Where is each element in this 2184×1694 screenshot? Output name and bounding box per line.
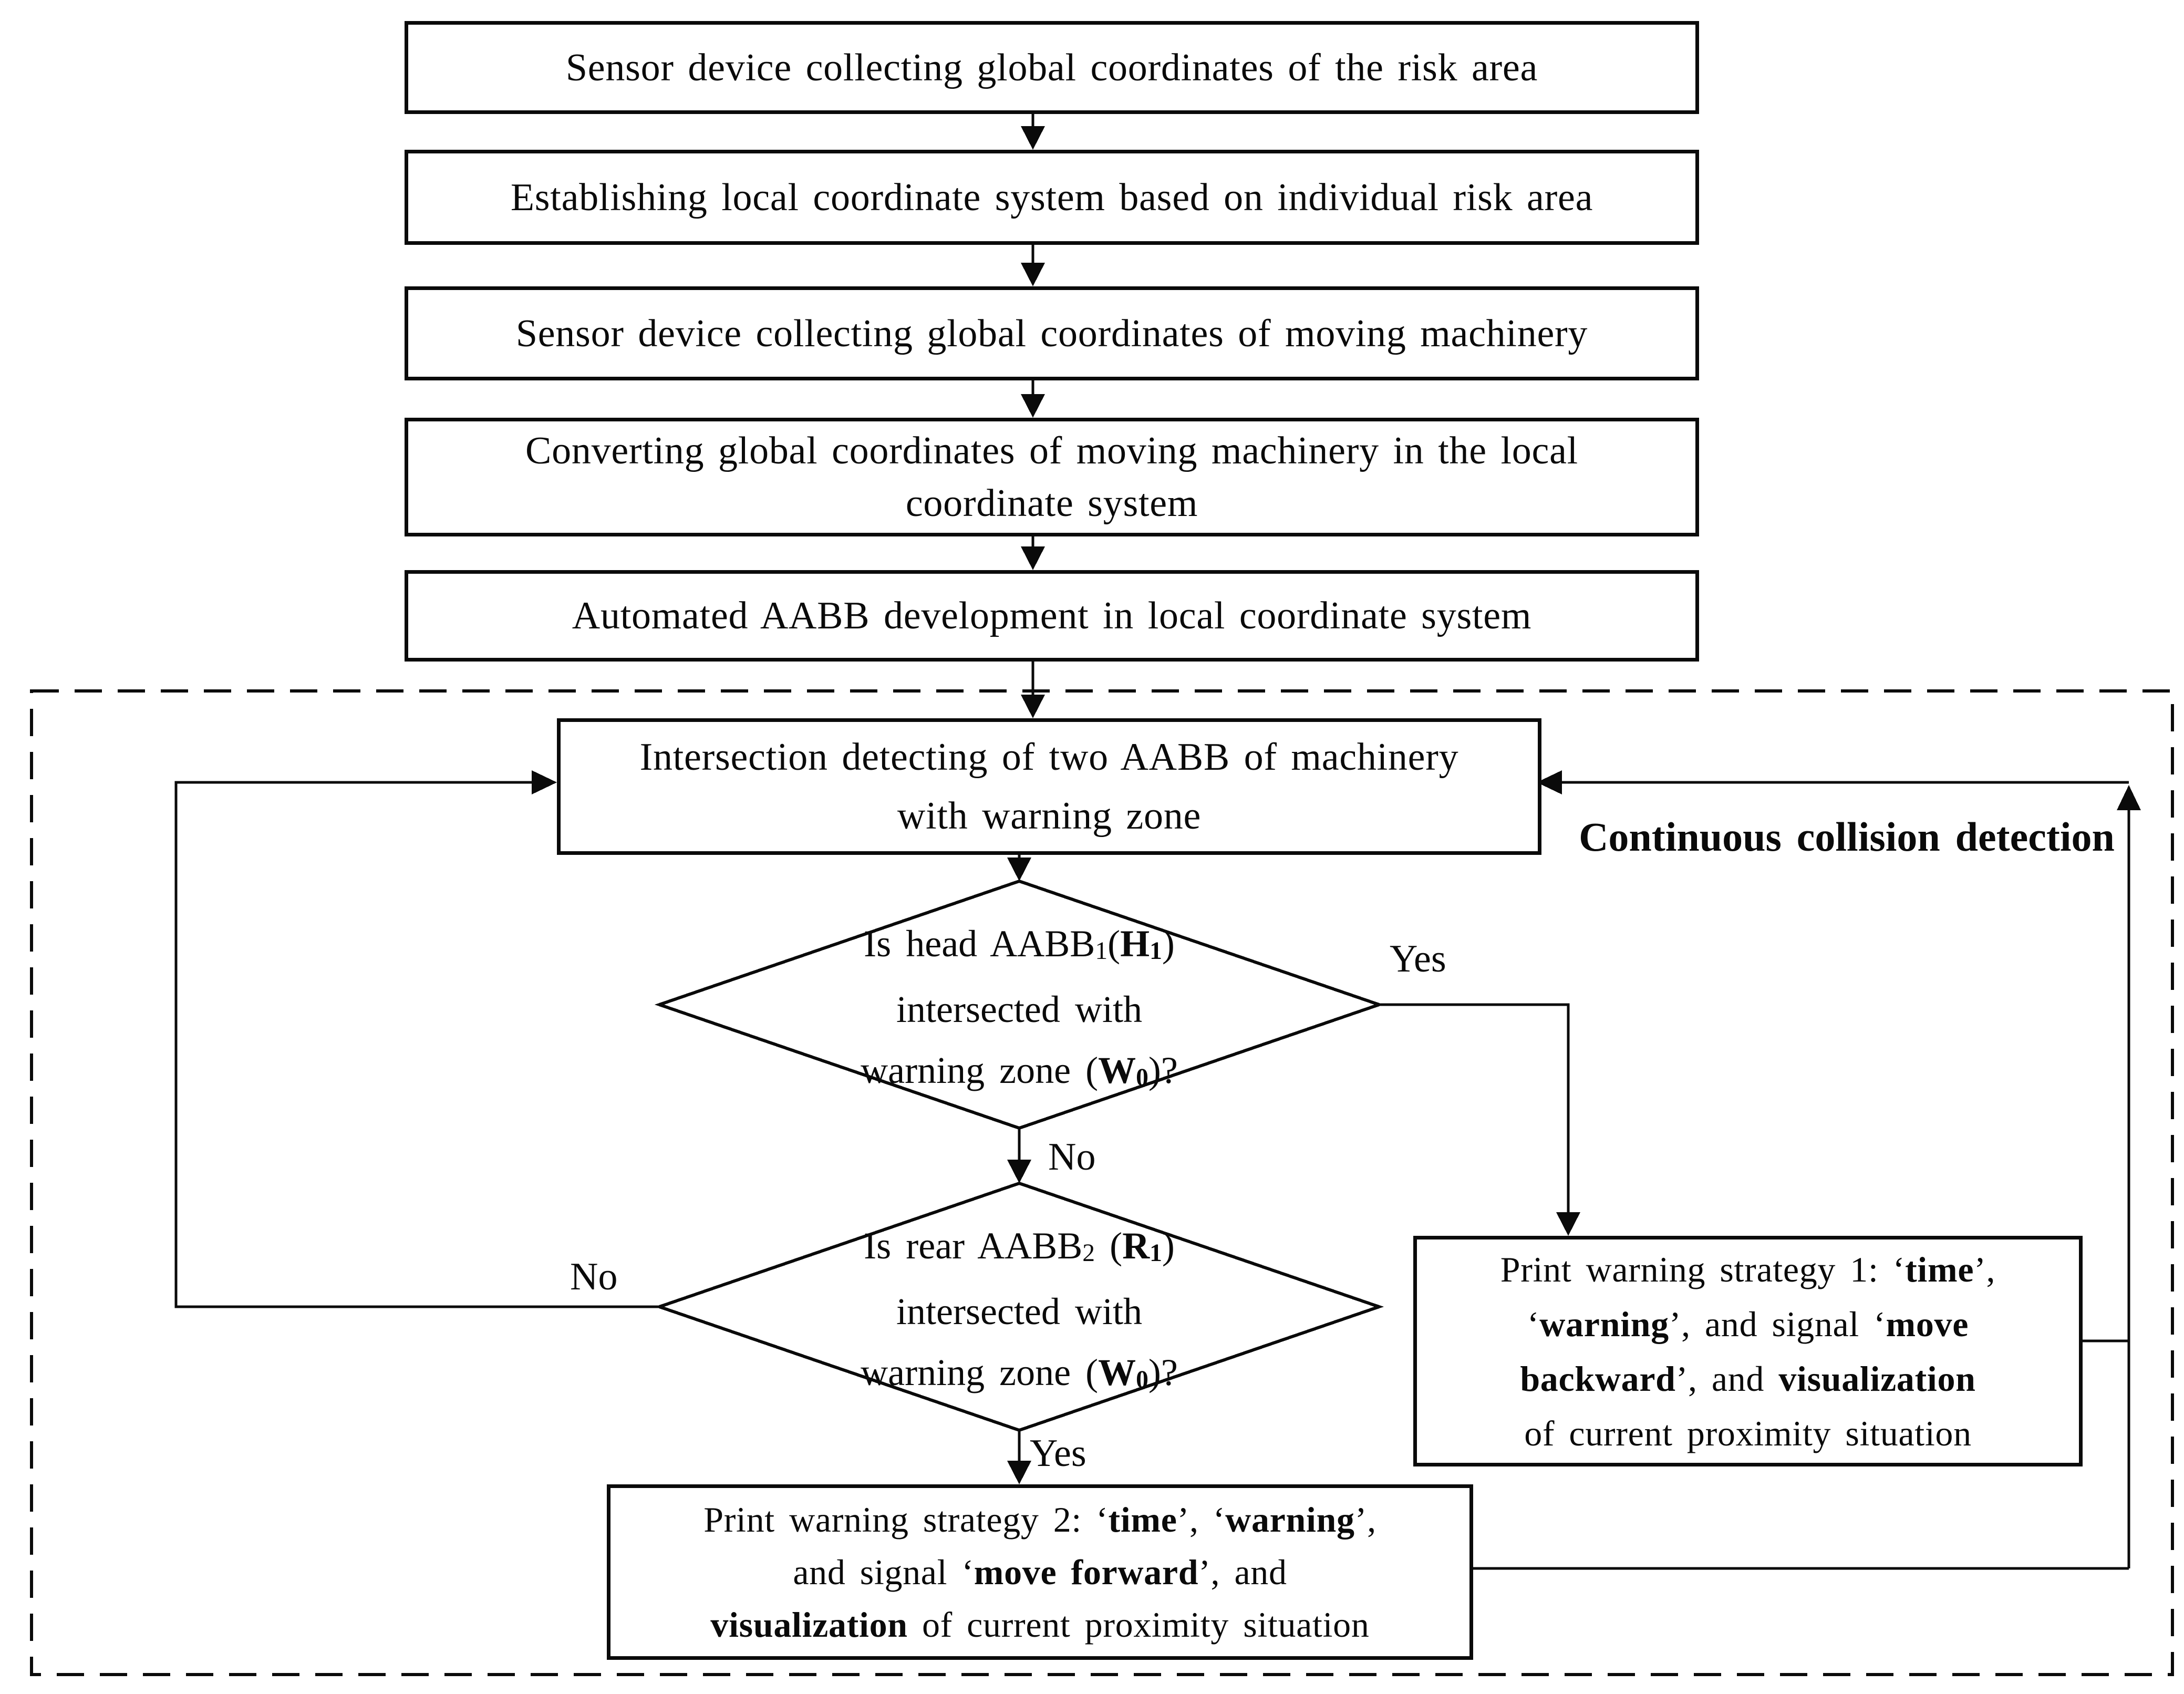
decision2-diamond <box>654 1181 1384 1432</box>
no1-label: No <box>1048 1135 1096 1179</box>
yes2-label: Yes <box>1030 1432 1086 1475</box>
yes1-arrowhead <box>1556 1212 1580 1236</box>
process-box-aabb-development: Automated AABB development in local coor… <box>405 570 1699 662</box>
continuous-loop-dashed-border <box>30 689 2174 1676</box>
process-box-collect-risk-area: Sensor device collecting global coordina… <box>405 21 1699 114</box>
no2-label: No <box>570 1255 618 1298</box>
yes1-connector <box>1379 1003 1570 1212</box>
continuous-collision-detection-label: Continuous collision detection <box>1579 814 2115 860</box>
warning-strategy2-box: Print warning strategy 2: ‘time’, ‘warni… <box>607 1484 1473 1660</box>
return-loop-up-arrowhead <box>2117 785 2141 810</box>
decision1-diamond <box>654 879 1384 1130</box>
return-to-intersection-arrowhead <box>1537 770 1562 794</box>
process-box-establish-local-cs: Establishing local coordinate system bas… <box>405 150 1699 245</box>
process-box-convert-global: Converting global coordinates of moving … <box>405 418 1699 536</box>
process-arrowheads <box>1007 126 1045 1484</box>
no2-loop-arrowhead <box>532 770 557 794</box>
no2-loop-connector <box>174 781 659 1308</box>
process-box-collect-machinery: Sensor device collecting global coordina… <box>405 286 1699 380</box>
intersection-detecting-box: Intersection detecting of two AABB of ma… <box>557 718 1541 855</box>
warning-strategy1-box: Print warning strategy 1: ‘time’,‘warnin… <box>1413 1236 2083 1466</box>
yes1-label: Yes <box>1390 937 1446 980</box>
